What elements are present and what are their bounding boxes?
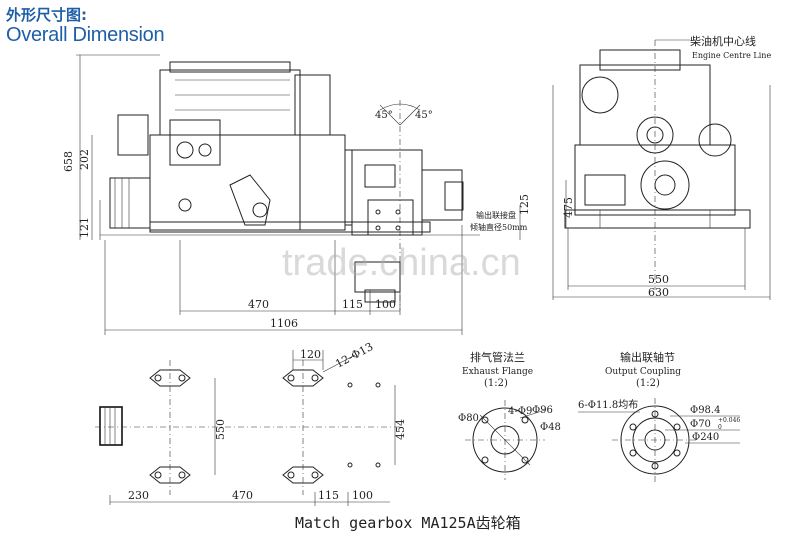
dim-125: 125	[518, 194, 531, 215]
coupling-phi70: Φ70	[690, 419, 711, 430]
side-view-dimensions	[76, 54, 521, 335]
coupling-tolerance-lower: 0	[718, 424, 722, 431]
dim-115: 115	[342, 298, 363, 311]
exhaust-scale: (1:2)	[484, 378, 508, 389]
holes-12-13: 12-Φ13	[333, 340, 375, 371]
exhaust-title-en: Exhaust Flange	[462, 367, 533, 377]
front-view-engine	[564, 39, 751, 290]
footer-caption: Match gearbox MA125A齿轮箱	[295, 514, 521, 532]
dim-100: 100	[375, 298, 396, 311]
angle-left: 45°	[375, 110, 393, 121]
angle-right: 45°	[415, 110, 433, 121]
exhaust-phi96: Φ96	[532, 405, 553, 416]
coupling-phi98: Φ98.4	[690, 405, 720, 416]
dim-658: 658	[62, 151, 75, 172]
dim-202: 202	[78, 149, 91, 170]
dim-630-front: 630	[648, 286, 669, 299]
note-shaft-diameter: 倾轴直径50mm	[470, 222, 528, 232]
side-view-engine	[100, 61, 480, 310]
exhaust-phi48: Φ48	[540, 422, 561, 433]
plan-view-dimensions	[109, 350, 396, 506]
watermark: trade.china.cn	[282, 242, 521, 284]
exhaust-flange-drawing	[465, 400, 546, 480]
dim-475: 475	[562, 197, 575, 218]
plan-view-mounts	[95, 360, 400, 495]
output-coupling-drawing	[578, 398, 740, 482]
dim-120: 120	[300, 348, 321, 361]
dim-230: 230	[128, 489, 149, 502]
dim-470: 470	[248, 298, 269, 311]
coupling-phi240: Φ240	[692, 432, 719, 443]
center-line-en: Engine Centre Line	[692, 51, 771, 60]
coupling-scale: (1:2)	[636, 378, 660, 389]
center-line-cn: 柴油机中心线	[690, 34, 756, 48]
dim-550-front: 550	[648, 273, 669, 286]
dim-550-plan: 550	[214, 419, 227, 440]
exhaust-phi80: Φ80	[458, 413, 479, 424]
coupling-title-cn: 输出联轴节	[620, 350, 675, 364]
coupling-title-en: Output Coupling	[605, 367, 681, 377]
dim-115-plan: 115	[318, 489, 339, 502]
coupling-holes: 6-Φ11.8均布	[578, 399, 638, 411]
exhaust-title-cn: 排气管法兰	[470, 350, 525, 364]
title-english: Overall Dimension	[6, 24, 165, 46]
dim-470-plan: 470	[232, 489, 253, 502]
dim-454: 454	[394, 419, 407, 440]
title-chinese: 外形尺寸图:	[6, 6, 87, 24]
front-view-dimensions	[552, 85, 771, 300]
dim-100-plan: 100	[352, 489, 373, 502]
exhaust-holes: 4-Φ9	[508, 406, 532, 417]
note-output-flange: 输出联接盘	[476, 210, 516, 220]
coupling-tolerance-upper: +0.046	[718, 417, 740, 424]
dim-1106: 1106	[270, 317, 298, 330]
dim-121: 121	[78, 217, 91, 238]
